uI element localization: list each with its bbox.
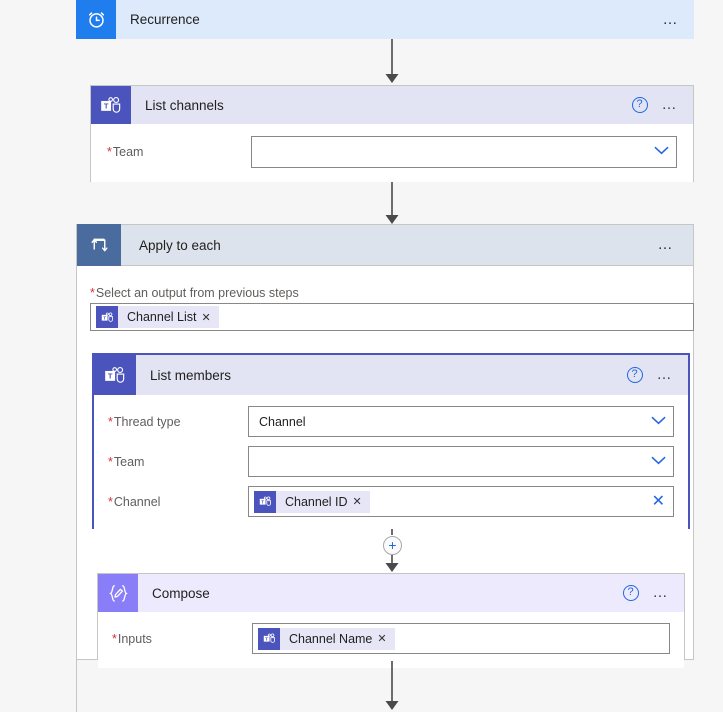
field-row-inputs: *Inputs T Channel Name xyxy=(112,623,670,654)
step-card-list-members[interactable]: T List members ? … *Thread type Channel xyxy=(92,353,690,531)
microsoft-teams-icon: T xyxy=(254,490,276,513)
apply-to-each-menu-button[interactable]: … xyxy=(657,236,675,253)
microsoft-teams-icon: T xyxy=(96,306,118,328)
token-chip-channel-name[interactable]: T Channel Name ✕ xyxy=(258,627,395,650)
apply-to-each-header[interactable]: Apply to each … xyxy=(76,224,694,266)
svg-text:T: T xyxy=(261,500,264,505)
required-asterisk: * xyxy=(108,414,113,429)
field-row-thread-type: *Thread type Channel xyxy=(108,406,674,437)
loop-icon xyxy=(77,224,121,266)
field-row-channel: *Channel T Channel ID xyxy=(108,486,674,517)
recurrence-title: Recurrence xyxy=(130,12,200,27)
required-asterisk: * xyxy=(108,494,113,509)
thread-type-value: Channel xyxy=(259,414,306,429)
required-asterisk: * xyxy=(90,286,95,300)
compose-body: *Inputs T Channel Name xyxy=(98,612,684,668)
field-label-team: *Team xyxy=(108,454,145,469)
team-dropdown[interactable] xyxy=(248,446,674,477)
apply-to-each-title: Apply to each xyxy=(139,237,221,253)
help-icon[interactable]: ? xyxy=(622,585,639,601)
field-label-inputs: *Inputs xyxy=(112,631,152,646)
token-chip-label: Channel List xyxy=(127,310,197,324)
thread-type-dropdown[interactable]: Channel xyxy=(248,406,674,437)
team-dropdown[interactable] xyxy=(251,136,677,168)
help-icon[interactable]: ? xyxy=(631,97,648,113)
connector-recurrence-to-list-channels xyxy=(383,39,401,90)
connector-list-channels-to-apply-to-each xyxy=(383,182,401,231)
required-asterisk: * xyxy=(107,145,112,159)
list-members-body: *Thread type Channel *Team xyxy=(94,395,688,531)
list-members-title: List members xyxy=(150,367,232,383)
help-icon[interactable]: ? xyxy=(626,367,643,383)
required-asterisk: * xyxy=(108,454,113,469)
step-card-recurrence[interactable]: Recurrence … xyxy=(76,0,694,39)
token-chip-channel-list[interactable]: T Channel List ✕ xyxy=(96,306,219,328)
select-output-label: *Select an output from previous steps xyxy=(90,286,299,300)
microsoft-teams-icon: T xyxy=(91,86,131,124)
field-label-channel: *Channel xyxy=(108,494,161,509)
compose-title: Compose xyxy=(152,585,210,601)
list-channels-menu-button[interactable]: … xyxy=(661,96,679,113)
recurrence-menu-button[interactable]: … xyxy=(662,10,680,28)
step-card-compose[interactable]: Compose ? … *Inputs xyxy=(97,573,685,668)
list-channels-header[interactable]: T List channels ? … xyxy=(91,86,693,124)
microsoft-teams-icon: T xyxy=(258,627,280,650)
step-card-list-channels[interactable]: T List channels ? … *Team xyxy=(90,85,694,182)
field-row-team: *Team xyxy=(108,446,674,477)
required-asterisk: * xyxy=(112,631,117,646)
token-chip-label: Channel Name xyxy=(289,631,373,646)
connector-list-members-to-compose xyxy=(383,529,401,578)
inputs-token-field[interactable]: T Channel Name ✕ xyxy=(252,623,670,654)
token-remove-icon[interactable]: ✕ xyxy=(377,633,387,645)
alarm-clock-icon xyxy=(76,0,116,39)
compose-braces-pencil-icon xyxy=(98,574,138,612)
select-output-field[interactable]: T Channel List ✕ xyxy=(90,303,694,331)
svg-text:T: T xyxy=(104,101,109,110)
svg-text:T: T xyxy=(265,637,268,642)
compose-header[interactable]: Compose ? … xyxy=(98,574,684,612)
apply-to-each-rail xyxy=(76,660,77,712)
field-row-team: *Team xyxy=(107,136,677,168)
recurrence-header[interactable]: Recurrence … xyxy=(76,0,694,39)
insert-step-button[interactable]: + xyxy=(383,536,402,555)
token-remove-icon[interactable]: ✕ xyxy=(201,311,211,324)
channel-token-field[interactable]: T Channel ID ✕ ✕ xyxy=(248,486,674,517)
field-label-thread-type: *Thread type xyxy=(108,414,181,429)
chevron-down-icon[interactable] xyxy=(651,415,666,428)
clear-field-icon[interactable]: ✕ xyxy=(651,492,665,510)
token-remove-icon[interactable]: ✕ xyxy=(352,496,362,508)
list-members-header[interactable]: T List members ? … xyxy=(94,355,688,395)
svg-text:T: T xyxy=(103,315,106,320)
token-chip-channel-id[interactable]: T Channel ID ✕ xyxy=(254,490,370,513)
compose-menu-button[interactable]: … xyxy=(652,584,670,601)
microsoft-teams-icon: T xyxy=(94,355,136,395)
token-chip-label: Channel ID xyxy=(285,494,348,509)
list-members-menu-button[interactable]: … xyxy=(656,366,674,383)
list-channels-title: List channels xyxy=(145,97,224,113)
svg-text:T: T xyxy=(108,371,113,380)
chevron-down-icon[interactable] xyxy=(651,455,666,468)
chevron-down-icon[interactable] xyxy=(654,146,669,159)
connector-compose-to-next xyxy=(383,661,401,712)
list-channels-body: *Team xyxy=(91,124,693,182)
field-label-team: *Team xyxy=(107,145,144,159)
